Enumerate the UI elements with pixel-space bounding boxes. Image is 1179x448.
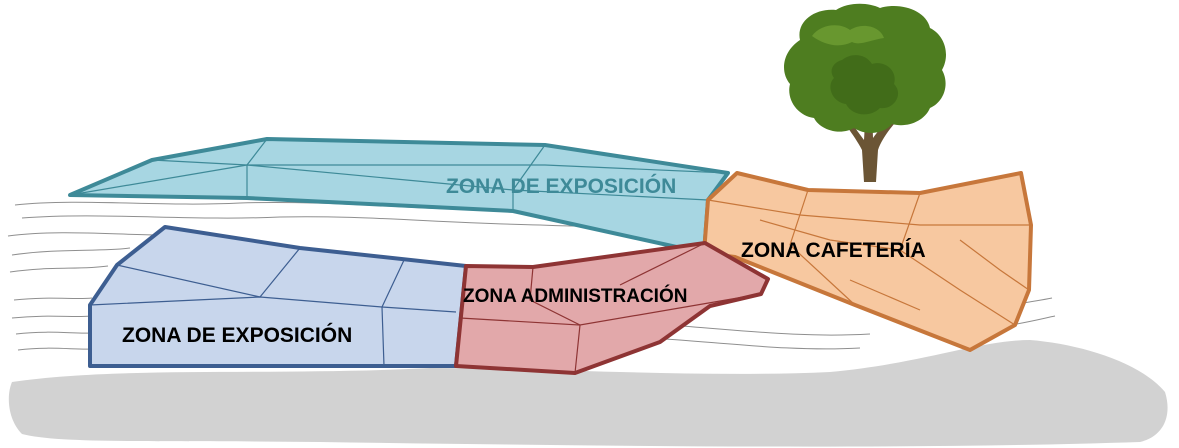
zone-cafeteria-facets [707, 189, 1031, 326]
zone-expo-top [68, 137, 730, 255]
contour-line [649, 337, 861, 350]
label-expo-top: ZONA DE EXPOSICIÓN [446, 174, 676, 198]
contour-line [11, 315, 91, 319]
ground-shadow [8, 340, 1168, 447]
zone-administracion-facets [459, 242, 762, 374]
contour-line [9, 265, 109, 273]
contour-line [667, 324, 871, 336]
label-administracion: ZONA ADMINISTRACIÓN [463, 285, 687, 307]
zone-expo-bottom-facets [89, 247, 457, 367]
zone-administracion [454, 241, 770, 375]
zone-administracion-shape [454, 241, 770, 375]
contour-line [13, 297, 93, 301]
tree-icon [784, 3, 946, 182]
zone-expo-top-facets [69, 138, 729, 211]
contour-line [15, 331, 91, 335]
tree-foliage-highlight [812, 25, 884, 46]
label-expo-bottom: ZONA DE EXPOSICIÓN [122, 323, 352, 347]
contour-line [17, 347, 93, 351]
contour-line [11, 247, 131, 256]
tree-foliage-shade [830, 55, 899, 115]
label-cafeteria: ZONA CAFETERÍA [741, 239, 926, 262]
